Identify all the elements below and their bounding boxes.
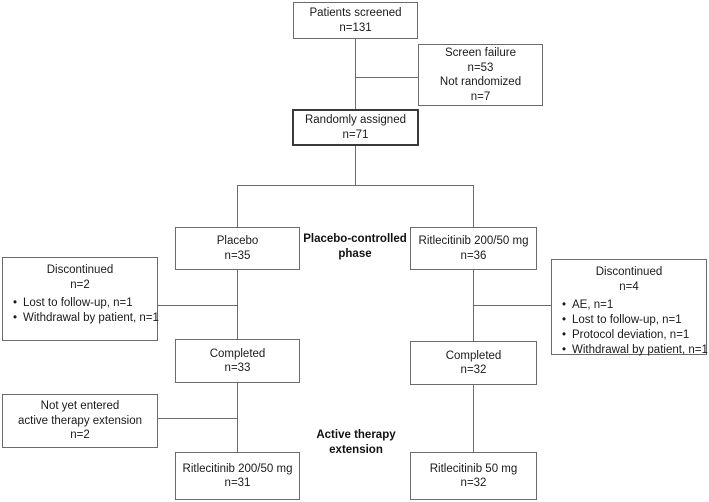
- node-patients-screened: Patients screened n=131: [293, 2, 418, 39]
- completed-left-count: n=33: [224, 362, 251, 374]
- connector-completed-left-down: [237, 383, 238, 452]
- placebo-phase-line1: Placebo-controlled: [303, 233, 407, 245]
- placebo-phase-line2: phase: [338, 247, 372, 260]
- label-placebo-controlled-phase: Placebo-controlled phase: [300, 232, 410, 261]
- connector-placebo-to-completed: [237, 269, 238, 339]
- randomly-assigned-count: n=71: [342, 128, 369, 141]
- screen-failure-title: Screen failure: [445, 47, 516, 59]
- connector-split-right-drop: [473, 185, 474, 227]
- connector-split-bar: [237, 185, 474, 186]
- connector-split-left-drop: [237, 185, 238, 227]
- randomly-assigned-title: Randomly assigned: [304, 114, 406, 126]
- node-completed-right: Completed n=32: [410, 341, 537, 385]
- not-yet-entered-line1: Not yet entered: [40, 400, 120, 413]
- list-item: Protocol deviation, n=1: [562, 328, 698, 343]
- connector-randomized-down: [355, 145, 356, 186]
- connector-screened-down: [355, 38, 356, 110]
- node-placebo-arm: Placebo n=35: [175, 227, 300, 270]
- discontinued-right-title: Discontinued: [595, 266, 663, 278]
- ritlecitinib-arm-title: Ritlecitinib 200/50 mg: [418, 235, 529, 247]
- patients-screened-title: Patients screened: [309, 7, 402, 19]
- node-extension-left: Ritlecitinib 200/50 mg n=31: [175, 452, 300, 500]
- connector-to-not-yet-entered: [158, 418, 238, 419]
- connector-to-discontinued-left: [158, 305, 238, 306]
- discontinued-right-reasons: AE, n=1 Lost to follow-up, n=1 Protocol …: [560, 298, 708, 358]
- active-extension-line2: extension: [329, 443, 383, 456]
- list-item: Withdrawal by patient, n=1: [13, 311, 159, 326]
- node-ritlecitinib-arm: Ritlecitinib 200/50 mg n=36: [410, 227, 537, 270]
- node-randomly-assigned: Randomly assigned n=71: [292, 109, 419, 146]
- extension-left-count: n=31: [224, 477, 251, 489]
- discontinued-left-title: Discontinued: [46, 264, 114, 276]
- not-randomized-count: n=7: [470, 90, 491, 103]
- list-item: Withdrawal by patient, n=1: [562, 343, 708, 358]
- not-randomized-title: Not randomized: [439, 76, 522, 88]
- node-screen-failure: Screen failure n=53 Not randomized n=7: [418, 44, 543, 106]
- list-item: Lost to follow-up, n=1: [13, 296, 149, 311]
- connector-completed-right-down: [473, 385, 474, 452]
- label-active-therapy-extension: Active therapy extension: [310, 428, 402, 457]
- connector-to-screen-failure: [355, 77, 419, 78]
- list-item: AE, n=1: [562, 298, 698, 313]
- patients-screened-count: n=131: [339, 21, 372, 34]
- completed-right-title: Completed: [445, 349, 502, 362]
- not-yet-entered-count: n=2: [70, 429, 90, 442]
- completed-right-count: n=32: [460, 364, 487, 376]
- connector-to-discontinued-right: [473, 305, 551, 306]
- node-discontinued-right: Discontinued n=4 AE, n=1 Lost to follow-…: [551, 259, 708, 358]
- extension-right-count: n=32: [460, 477, 487, 489]
- placebo-arm-title: Placebo: [216, 235, 259, 247]
- discontinued-left-reasons: Lost to follow-up, n=1 Withdrawal by pat…: [11, 296, 159, 326]
- completed-left-title: Completed: [209, 347, 266, 360]
- node-not-yet-entered: Not yet entered active therapy extension…: [2, 394, 158, 448]
- discontinued-right-count: n=4: [619, 280, 639, 293]
- extension-left-title: Ritlecitinib 200/50 mg: [182, 462, 293, 475]
- ritlecitinib-arm-count: n=36: [460, 249, 487, 262]
- node-extension-right: Ritlecitinib 50 mg n=32: [410, 452, 537, 500]
- list-item: Lost to follow-up, n=1: [562, 313, 698, 328]
- extension-right-title: Ritlecitinib 50 mg: [429, 462, 518, 475]
- discontinued-left-count: n=2: [70, 278, 90, 291]
- node-completed-left: Completed n=33: [175, 339, 300, 383]
- active-extension-line1: Active therapy: [316, 429, 396, 441]
- not-yet-entered-line2: active therapy extension: [17, 414, 143, 427]
- node-discontinued-left: Discontinued n=2 Lost to follow-up, n=1 …: [2, 257, 159, 341]
- screen-failure-count: n=53: [467, 61, 494, 74]
- placebo-arm-count: n=35: [224, 249, 251, 262]
